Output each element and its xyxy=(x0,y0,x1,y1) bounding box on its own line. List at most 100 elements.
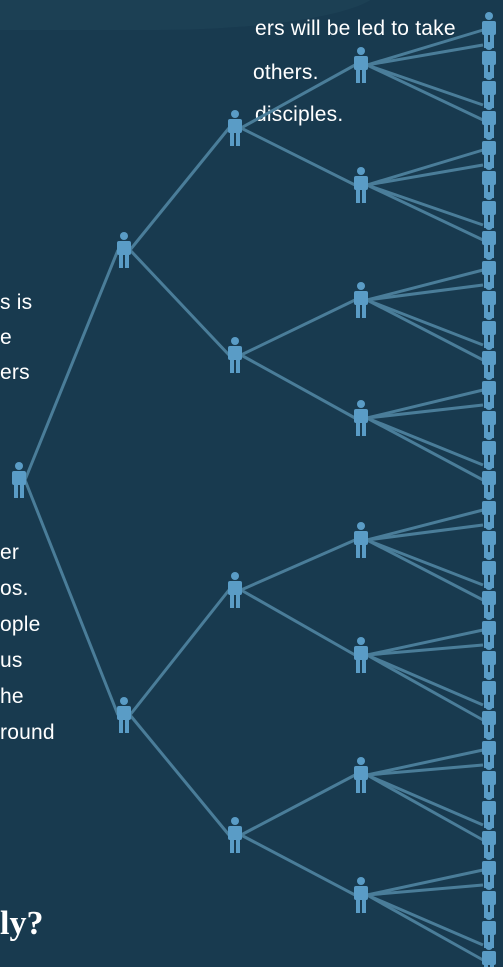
tree-connector xyxy=(366,28,484,67)
text-line: round xyxy=(0,721,55,744)
section-heading: ly? xyxy=(0,905,44,942)
tree-connector xyxy=(366,63,484,122)
text-line: e xyxy=(0,326,12,349)
person-icon xyxy=(482,792,496,828)
person-icon xyxy=(482,12,496,48)
person-icon xyxy=(354,47,368,83)
tree-connector xyxy=(366,538,484,587)
tree-connector xyxy=(23,249,120,481)
person-icon xyxy=(117,232,131,268)
person-icon xyxy=(228,110,242,146)
person-icon xyxy=(354,282,368,318)
tree-connector xyxy=(366,163,484,187)
tree-connector xyxy=(366,643,484,657)
tree-connector xyxy=(366,148,484,187)
person-icon xyxy=(482,672,496,708)
tree-connector xyxy=(366,388,484,420)
tree-connector xyxy=(366,893,484,947)
text-line: us xyxy=(0,649,23,672)
tree-connector xyxy=(366,883,484,897)
tree-connector xyxy=(366,298,484,347)
person-icon xyxy=(482,372,496,408)
tree-connector xyxy=(366,298,484,362)
person-icon xyxy=(354,877,368,913)
tree-connector xyxy=(128,127,231,251)
tree-connector xyxy=(23,479,120,716)
tree-connector xyxy=(366,748,484,777)
person-icon xyxy=(482,42,496,78)
person-icon xyxy=(482,162,496,198)
person-icon xyxy=(228,817,242,853)
person-icon xyxy=(354,637,368,673)
person-icon xyxy=(482,402,496,438)
text-line: os. xyxy=(0,577,29,600)
text-line: s is xyxy=(0,291,33,314)
person-icon xyxy=(354,400,368,436)
tree-connector xyxy=(366,268,484,302)
person-icon xyxy=(482,222,496,258)
person-icon xyxy=(482,882,496,918)
person-icon xyxy=(482,492,496,528)
person-icon xyxy=(482,252,496,288)
text-line: ers will be led to take xyxy=(255,17,456,40)
tree-connector xyxy=(366,63,484,107)
person-icon xyxy=(482,702,496,738)
tree-connector xyxy=(240,126,356,187)
tree-connector xyxy=(366,183,484,227)
person-icon xyxy=(228,337,242,373)
tree-connector xyxy=(366,183,484,242)
tree-connector xyxy=(366,773,484,842)
person-icon xyxy=(482,312,496,348)
tree-connector xyxy=(240,353,356,420)
tree-connector xyxy=(128,589,231,716)
person-icon xyxy=(482,612,496,648)
tree-connector xyxy=(366,763,484,777)
tree-connector xyxy=(366,508,484,542)
tree-connector xyxy=(366,283,484,302)
text-line: ople xyxy=(0,613,41,636)
tree-connector xyxy=(240,538,356,592)
person-icon xyxy=(482,342,496,378)
person-icon xyxy=(228,572,242,608)
tree-connector xyxy=(366,628,484,657)
person-icon xyxy=(117,697,131,733)
person-icon xyxy=(354,167,368,203)
person-icon xyxy=(482,72,496,108)
person-icon xyxy=(482,432,496,468)
tree-connector xyxy=(240,773,356,837)
tree-connector xyxy=(128,714,231,836)
person-icon xyxy=(482,132,496,168)
tree-connector xyxy=(240,63,356,130)
text-line: he xyxy=(0,685,24,708)
tree-connector xyxy=(240,588,356,657)
person-icon xyxy=(482,282,496,318)
person-icon xyxy=(354,757,368,793)
person-icon xyxy=(482,102,496,138)
person-icon xyxy=(482,582,496,618)
tree-connector xyxy=(366,653,484,722)
tree-connector xyxy=(366,653,484,707)
person-icon xyxy=(482,552,496,588)
person-icon xyxy=(482,822,496,858)
tree-connector xyxy=(366,43,484,67)
tree-connector xyxy=(366,893,484,962)
tree-connector xyxy=(128,248,231,357)
person-icon xyxy=(482,192,496,228)
person-icon xyxy=(482,462,496,498)
text-line: er xyxy=(0,541,20,564)
tree-connector xyxy=(366,538,484,602)
person-icon xyxy=(482,852,496,888)
person-icon xyxy=(482,912,496,948)
tree-connector xyxy=(366,416,484,467)
text-line: ers xyxy=(0,361,30,384)
tree-connector xyxy=(366,773,484,827)
tree-connector xyxy=(240,833,356,897)
person-icon xyxy=(482,642,496,678)
person-icon xyxy=(482,942,496,967)
person-icon xyxy=(12,462,26,498)
tree-connector xyxy=(366,523,484,542)
tree-connector xyxy=(366,403,484,420)
text-line: others. xyxy=(253,61,319,84)
person-icon xyxy=(482,522,496,558)
